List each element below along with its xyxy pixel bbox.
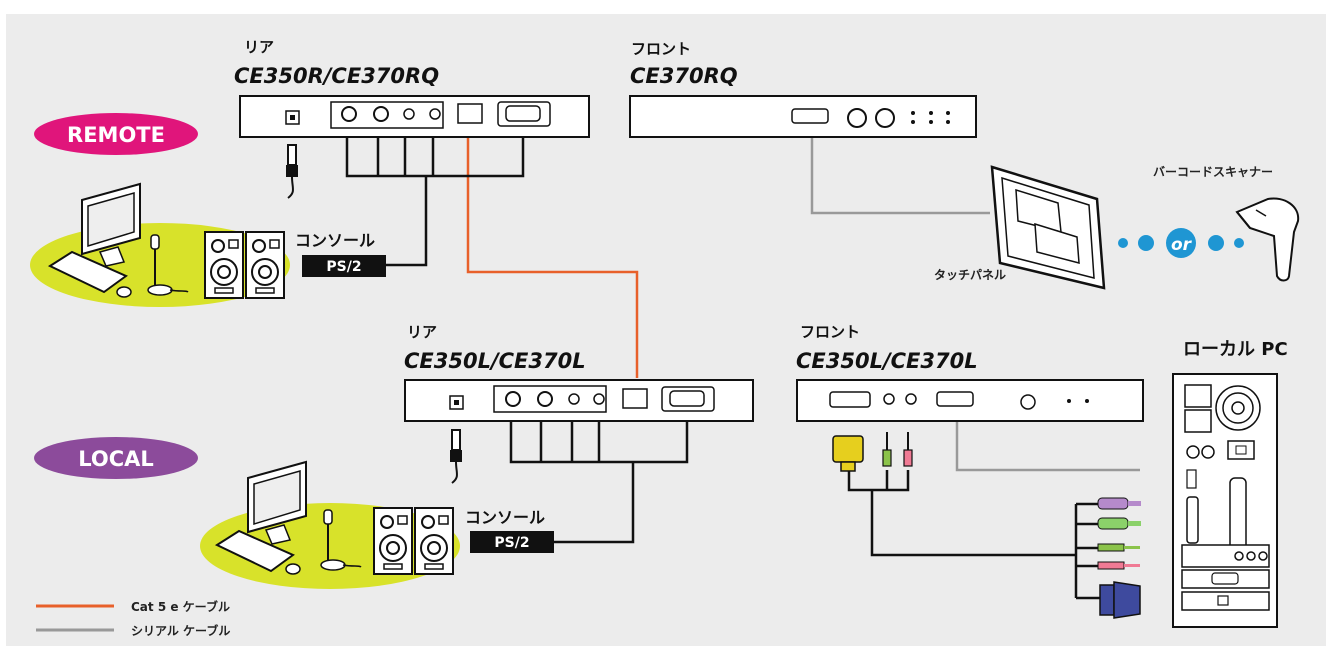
remote-front-labels: フロント CE370RQ [630, 40, 738, 88]
local-mouse-icon [285, 563, 301, 575]
local-keyboard-icon [214, 529, 295, 573]
audio-plug-pink-icon [903, 432, 913, 467]
barcode-scanner-icon [1235, 197, 1300, 282]
local-pc-tower-icon [1172, 373, 1278, 628]
remote-rear-labels: リア CE350R/CE370RQ [234, 38, 439, 88]
ps2-plug-purple-icon [1097, 497, 1141, 510]
svg-text:CE370RQ: CE370RQ [630, 64, 738, 88]
remote-mouse-icon [116, 286, 132, 298]
local-badge: LOCAL [34, 437, 198, 479]
audio-plug-pink-pc-icon [1097, 561, 1140, 570]
svg-text:PS/2: PS/2 [326, 259, 361, 275]
svg-text:or: or [1171, 235, 1193, 255]
svg-text:REMOTE: REMOTE [67, 123, 165, 147]
remote-console-cables [345, 136, 525, 267]
local-monitor-icon [247, 460, 307, 545]
vga-plug-blue-icon [1099, 581, 1141, 619]
svg-text:フロント: フロント [631, 40, 691, 58]
svg-text:リア: リア [244, 38, 274, 56]
local-rear-unit [404, 379, 754, 422]
svg-text:フロント: フロント [800, 323, 860, 341]
cat5e-cable [466, 118, 639, 378]
remote-badge: REMOTE [34, 113, 198, 155]
remote-rear-unit [239, 95, 590, 138]
touch-panel-icon [990, 165, 1106, 290]
svg-text:リア: リア [407, 323, 437, 341]
remote-keyboard-icon [47, 250, 128, 294]
audio-plug-green-pc-icon [1097, 543, 1140, 552]
vga-plug-yellow-icon [832, 435, 864, 472]
remote-power-plug-icon [286, 144, 298, 199]
local-console-cables [509, 420, 689, 544]
remote-microphone-icon [147, 234, 189, 296]
or-connector: or [1118, 228, 1244, 258]
local-speaker-left-icon [373, 507, 413, 575]
svg-text:CE350R/CE370RQ: CE350R/CE370RQ [234, 64, 439, 88]
audio-plug-green-icon [882, 432, 892, 467]
local-console-label: コンソール [465, 508, 545, 527]
ps2-plug-green-icon [1097, 517, 1141, 530]
local-speaker-right-icon [414, 507, 454, 575]
local-ps2-tag: PS/2 [470, 531, 554, 553]
svg-text:CE350L/CE370L: CE350L/CE370L [404, 349, 586, 373]
legend-serial-label: シリアル ケーブル [131, 623, 230, 638]
svg-text:PS/2: PS/2 [494, 535, 529, 551]
serial-cable-local-pc [955, 420, 1140, 472]
remote-monitor-icon [81, 182, 141, 267]
remote-console-label: コンソール [295, 231, 375, 250]
remote-ps2-tag: PS/2 [302, 255, 386, 277]
local-pc-label: ローカル PC [1183, 339, 1288, 360]
legend: Cat 5 e ケーブル シリアル ケーブル [36, 599, 230, 638]
touch-panel-label: タッチパネル [934, 268, 1006, 282]
serial-cable-touch-panel [810, 137, 990, 215]
remote-speaker-right-icon [245, 231, 285, 299]
local-rear-labels: リア CE350L/CE370L [404, 323, 586, 373]
legend-cat5e-label: Cat 5 e ケーブル [131, 599, 230, 614]
local-pc-cable-harness [847, 470, 1100, 600]
local-microphone-icon [320, 509, 362, 571]
local-power-plug-icon [450, 429, 462, 484]
svg-text:CE350L/CE370L: CE350L/CE370L [796, 349, 978, 373]
barcode-scanner-label: バーコードスキャナー [1153, 165, 1273, 179]
svg-text:LOCAL: LOCAL [78, 447, 154, 471]
local-front-labels: フロント CE350L/CE370L [796, 323, 978, 373]
remote-front-unit [629, 95, 977, 138]
remote-speaker-left-icon [204, 231, 244, 299]
local-front-unit [796, 379, 1144, 422]
